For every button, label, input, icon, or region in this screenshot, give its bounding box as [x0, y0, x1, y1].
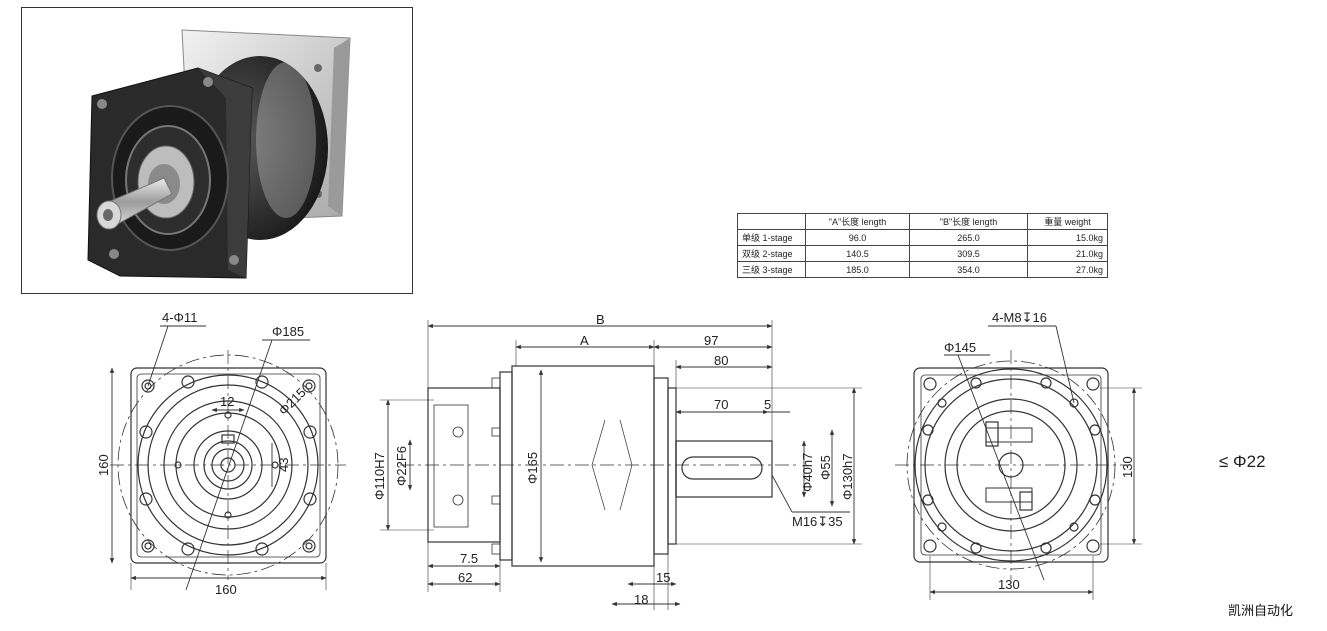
- front-side-h-label: 160: [215, 582, 237, 597]
- side-view: [380, 320, 862, 610]
- rear-side-h-label: 130: [998, 577, 1020, 592]
- table-row: 三级 3-stage 185.0 354.0 27.0kg: [737, 261, 1108, 278]
- front-side-v-label: 160: [96, 454, 111, 476]
- table-row: 单级 1-stage 96.0 265.0 15.0kg: [737, 229, 1108, 246]
- table-row: 双级 2-stage 140.5 309.5 21.0kg: [737, 245, 1108, 262]
- product-photo: [21, 7, 413, 294]
- length-a-cell: 185.0: [805, 261, 910, 278]
- length-b-cell: 354.0: [909, 261, 1028, 278]
- dim-70-label: 70: [714, 397, 728, 412]
- table-header-row: "A"长度 length "B"长度 length 重量 weight: [737, 213, 1108, 230]
- front-view: [109, 325, 346, 591]
- dim-130-label: Φ130h7: [840, 453, 855, 500]
- shaft-limit-note: ≤ Φ22: [1219, 452, 1266, 471]
- dim-62-label: 62: [458, 570, 472, 585]
- front-pcd-label: Φ185: [272, 324, 304, 339]
- dim-18-label: 18: [634, 592, 648, 607]
- dim-shaft-in-label: Φ22F6: [394, 446, 409, 486]
- gearbox-photo: [87, 29, 351, 279]
- spec-table: "A"长度 length "B"长度 length 重量 weight 单级 1…: [737, 213, 1108, 278]
- dim-5-label: 5: [764, 397, 771, 412]
- weight-cell: 27.0kg: [1027, 261, 1108, 278]
- front-key-width-label: 12: [220, 394, 234, 409]
- dim-thread-label: M16↧35: [792, 514, 843, 529]
- rear-pcd-label: Φ145: [944, 340, 976, 355]
- front-holes-label: 4-Φ11: [162, 310, 197, 325]
- dim-15-label: 15: [656, 570, 670, 585]
- rear-view: [895, 325, 1142, 600]
- stage-cell: 三级 3-stage: [737, 261, 806, 278]
- dim-bore-label: Φ110H7: [372, 452, 387, 500]
- dim-55-label: Φ55: [818, 455, 833, 480]
- front-key-height-label: 43: [276, 458, 291, 472]
- brand-label: 凯洲自动化: [1228, 603, 1294, 618]
- dim-40-label: Φ40h7: [800, 453, 815, 492]
- rear-side-v-label: 130: [1120, 456, 1135, 478]
- dim-b-label: B: [596, 312, 605, 327]
- dim-body-label: Φ165: [525, 452, 540, 484]
- dim-80-label: 80: [714, 353, 728, 368]
- dim-7-5-label: 7.5: [460, 551, 478, 566]
- rear-holes-label: 4-M8↧16: [992, 310, 1047, 325]
- dim-97-label: 97: [704, 333, 718, 348]
- dim-a-label: A: [580, 333, 589, 348]
